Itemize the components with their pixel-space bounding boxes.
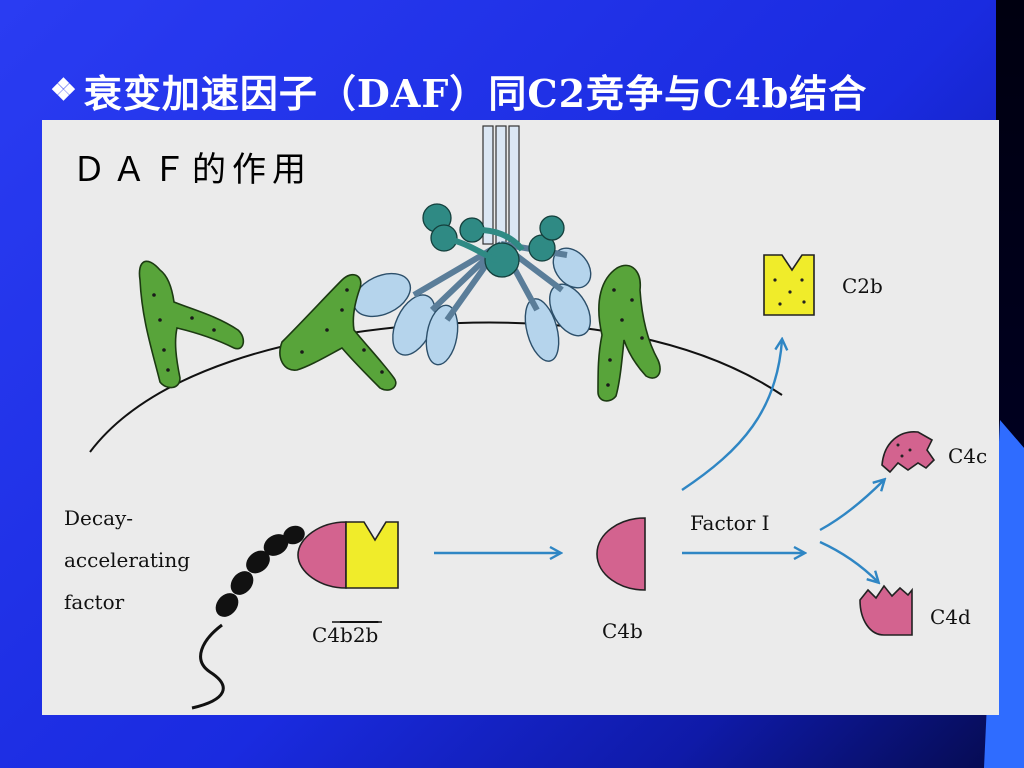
c4b-fragment: C4b (596, 517, 646, 643)
slide-title-text: 衰变加速因子（DAF）同C2竞争与C4b结合 (83, 70, 868, 116)
diagram-heading: ＤＡＦ的作用 (72, 150, 312, 190)
receptor-right (597, 264, 661, 402)
c2b-fragment: C2b (763, 254, 883, 316)
c1q-stalk (495, 125, 507, 245)
c4b-label: C4b (602, 619, 643, 643)
c1q-head (539, 215, 565, 241)
c4d-label: C4d (930, 605, 971, 629)
c1-complex (352, 125, 592, 366)
daf-bead (283, 525, 305, 545)
daf-label-line2: accelerating (64, 548, 190, 572)
c1q-stalk (508, 125, 520, 245)
daf-bead (263, 534, 289, 556)
c1q-head (484, 242, 520, 278)
c4b2b-complex: C4b2b (297, 521, 399, 647)
receptor-middle (279, 273, 397, 391)
c4b-half (297, 521, 347, 589)
c4b-shape (596, 517, 646, 591)
daf-bead (230, 571, 254, 595)
daf-label-line1: Decay- (64, 506, 133, 530)
receptor-left (138, 260, 245, 389)
diamond-bullet-icon: ❖ (50, 72, 78, 108)
c1q-head (430, 224, 458, 252)
c4c-label: C4c (948, 444, 987, 468)
arrow-to-c4d (819, 540, 878, 582)
daf-label-line3: factor (64, 590, 125, 614)
slide-title: ❖ 衰变加速因子（DAF）同C2竞争与C4b结合 (50, 62, 867, 118)
c4b2b-label-overlined: b2b (340, 623, 378, 647)
daf-label: Decay- accelerating factor (64, 506, 190, 614)
arrow-to-c4c (819, 480, 884, 532)
c1-petal-stems (412, 241, 568, 322)
c4b2b-label-prefix: C4 (312, 623, 340, 647)
c4d-shape (859, 584, 913, 636)
daf-diagram: C2b C4c C4d Decay- accelerating (64, 125, 987, 710)
daf-bead (215, 593, 239, 617)
arrow-to-c2b (681, 340, 782, 491)
c4b2b-label: C4b2b (312, 623, 378, 647)
c4c-shape (881, 431, 936, 474)
c1q-arm (451, 227, 525, 263)
daf-molecule (191, 525, 305, 710)
membrane-receptors (138, 260, 661, 402)
c2b-half (345, 521, 399, 589)
c2b-label: C2b (842, 274, 883, 298)
c1q-head (459, 217, 485, 243)
c2b-shape (763, 254, 815, 316)
c4c-fragment: C4c (881, 431, 987, 474)
daf-bead (246, 550, 270, 574)
diagram-panel: ＤＡＦ的作用 (42, 120, 999, 715)
c4d-fragment: C4d (859, 584, 971, 636)
daf-tail (191, 623, 225, 710)
c1q-stalk (482, 125, 494, 245)
factor-i-label: Factor I (690, 511, 770, 535)
